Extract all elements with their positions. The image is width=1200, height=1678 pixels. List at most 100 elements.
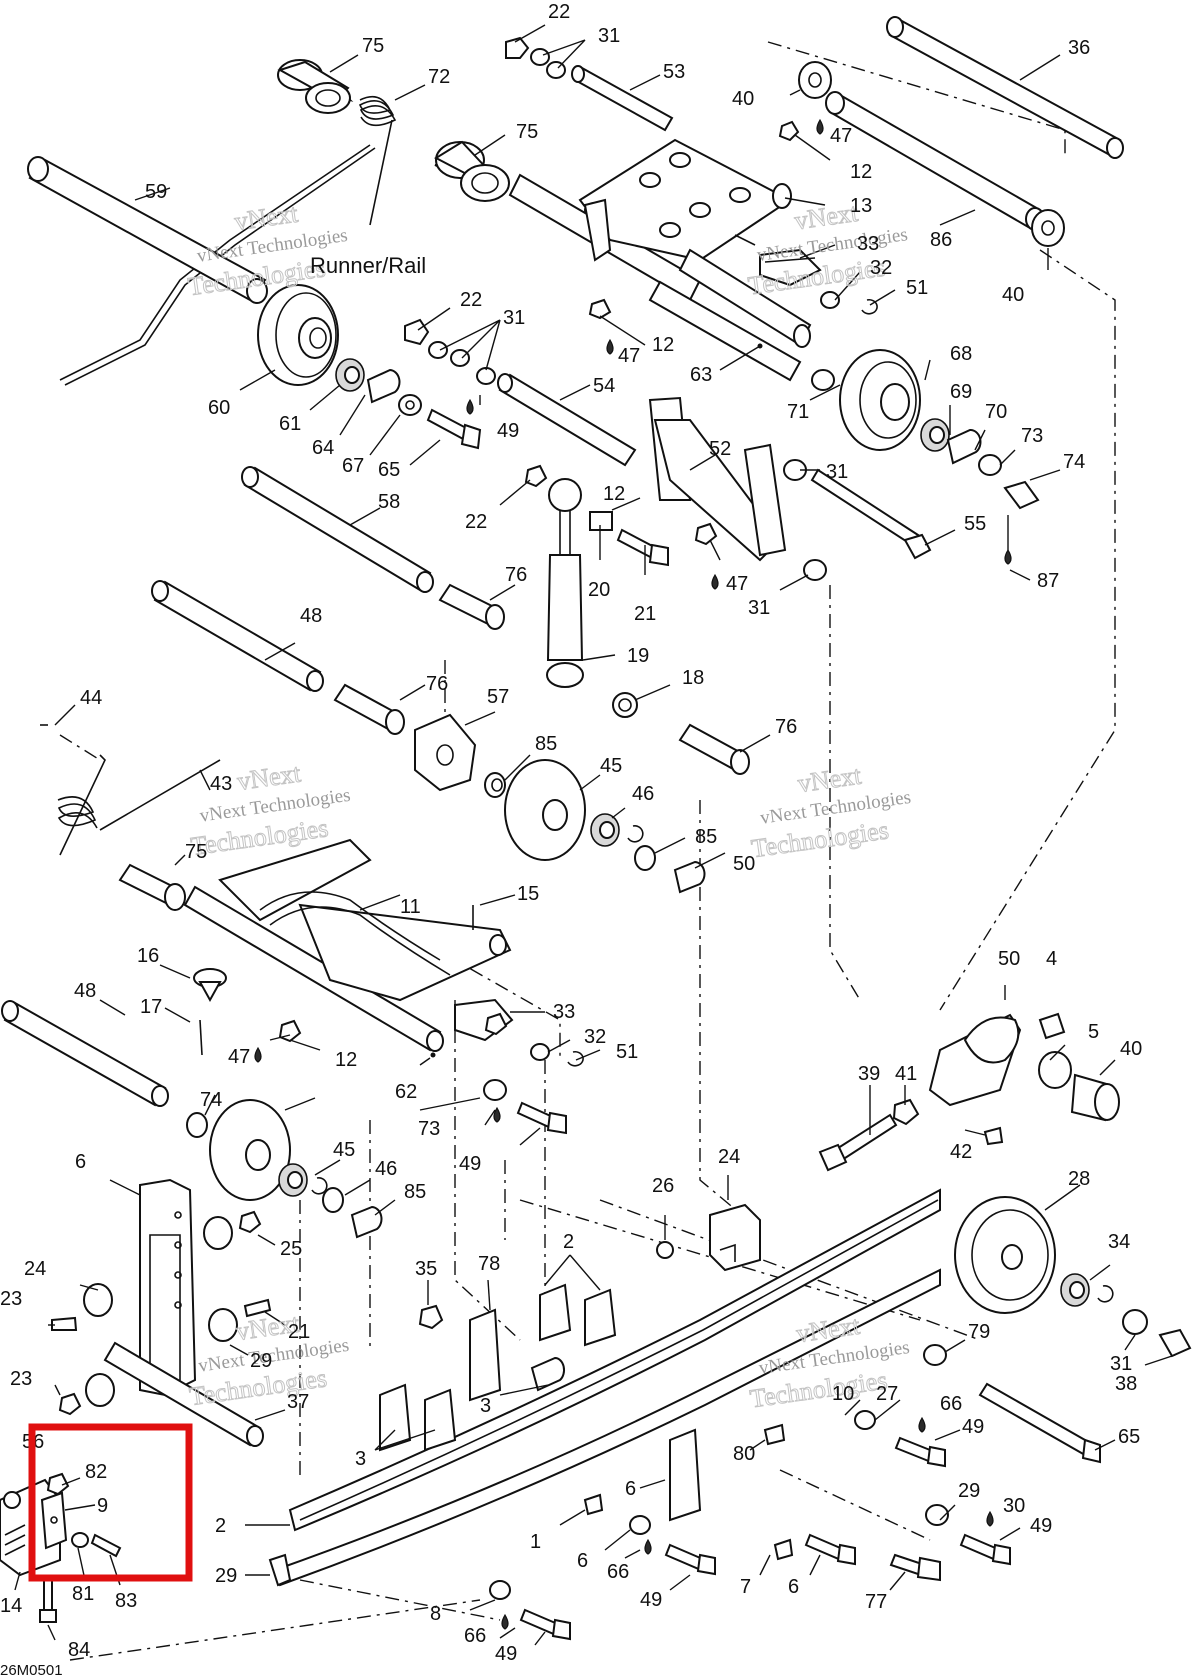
- svg-text:vNext: vNext: [235, 758, 303, 796]
- callout-label: 74: [200, 1089, 222, 1111]
- bushing-76-b: [333, 683, 405, 735]
- callout-label: 60: [208, 397, 230, 419]
- washer-40-right: [1031, 209, 1065, 247]
- callout-label: 78: [478, 1253, 500, 1275]
- callout-label: 34: [1108, 1231, 1130, 1253]
- callout-label: 67: [342, 455, 364, 477]
- assembly-dashed-lines: [59, 41, 1116, 1661]
- callout-label: 32: [870, 257, 892, 279]
- callout-label: 77: [865, 1591, 887, 1613]
- rear-bracket-25: [139, 1178, 197, 1397]
- callout-label: 65: [378, 459, 400, 481]
- drop-icon: [918, 1416, 926, 1433]
- spacer-50-b: [350, 1205, 383, 1239]
- callout-label: 47: [726, 573, 748, 595]
- wheel-60: [257, 284, 339, 386]
- callout-label: 11: [400, 896, 421, 918]
- callout-label: 2: [563, 1231, 574, 1253]
- drop-icon: [254, 1046, 262, 1063]
- bolt-56: [978, 1382, 1101, 1464]
- callout-label: 63: [690, 364, 712, 386]
- cam-39: [1070, 1073, 1120, 1122]
- callout-label: 18: [682, 667, 704, 689]
- clip-51-top: [861, 298, 878, 315]
- callout-label: 46: [632, 783, 654, 805]
- callout-label: 57: [487, 686, 509, 708]
- nut-9: [46, 1472, 70, 1496]
- spacer-50-a: [673, 860, 706, 894]
- callout-label: 80: [733, 1443, 755, 1465]
- callout-label: 15: [517, 883, 539, 905]
- bearing-46-a: [590, 813, 620, 847]
- washer-23-low: [85, 1373, 115, 1407]
- callout-label: 85: [695, 826, 717, 848]
- watermark-mid-right: vNext vNext Technologies Technologies: [749, 760, 912, 864]
- bracket-3-b: [379, 1383, 457, 1452]
- nut-washers-22-31-mid: [404, 318, 496, 385]
- washer-40-top: [798, 61, 832, 99]
- callout-label: 87: [1037, 570, 1059, 592]
- leader-lines: [14, 24, 1176, 1646]
- washer-32-low: [530, 1043, 550, 1061]
- callout-label: 31: [1110, 1353, 1132, 1375]
- bolt-74-top: [1003, 480, 1040, 510]
- callout-label: 6: [788, 1576, 799, 1598]
- watermark-top-left: vNext vNext Technologies Technologies: [186, 198, 349, 302]
- callout-label: 59: [145, 181, 167, 203]
- callout-label: 65: [1118, 1426, 1140, 1448]
- bushing-75-top: [277, 59, 354, 114]
- nut-22-mid: [524, 464, 548, 488]
- callout-label: 81: [72, 1583, 94, 1605]
- grease-drop-icons: [254, 118, 1012, 1630]
- bearing-35: [1060, 1273, 1090, 1307]
- callout-label: 12: [603, 483, 625, 505]
- washer-31-mid: [803, 559, 827, 581]
- callout-label: 30: [1003, 1495, 1025, 1517]
- callout-label: 58: [378, 491, 400, 513]
- bolt-21-low: [51, 1316, 78, 1331]
- clip-51-low: [567, 1050, 584, 1067]
- drop-icon: [606, 338, 614, 355]
- bushing-85-a: [484, 772, 506, 798]
- callout-label: 47: [618, 345, 640, 367]
- callout-label: 64: [312, 437, 334, 459]
- shock-absorber-19: [546, 478, 584, 688]
- slide-rail-7: [268, 1268, 941, 1587]
- bearing-61: [335, 358, 365, 392]
- callout-label: 75: [185, 841, 207, 863]
- slider-33-low: [454, 998, 514, 1042]
- bushing-18: [612, 692, 638, 718]
- bolt-41: [818, 1113, 898, 1172]
- callout-label: 45: [333, 1139, 355, 1161]
- bushing-85-b: [634, 845, 656, 871]
- grease-fitting-12-right: [694, 522, 718, 546]
- callout-label: 47: [830, 125, 852, 147]
- callout-label: 85: [535, 733, 557, 755]
- drop-icon: [816, 118, 824, 135]
- bushing-76-a: [438, 583, 505, 630]
- washer-32-top: [820, 291, 840, 309]
- bushing-85-c: [186, 1112, 208, 1138]
- washer-38: [1122, 1309, 1148, 1335]
- callout-label: 73: [1021, 425, 1043, 447]
- callout-label: 74: [1063, 451, 1085, 473]
- callout-label: 20: [588, 579, 610, 601]
- callout-label: 1: [530, 1531, 541, 1553]
- callout-label: 84: [68, 1639, 90, 1661]
- bolt-29-right: [959, 1533, 1011, 1566]
- rod-36: [886, 16, 1124, 159]
- callout-label: 76: [775, 716, 797, 738]
- rear-arm-11: [183, 838, 512, 1058]
- washer-73-low: [483, 1079, 507, 1101]
- wheel-45-a: [504, 759, 586, 861]
- bolt-65-top: [426, 408, 482, 450]
- drawing-code: 26M0501: [0, 1662, 63, 1678]
- diagram-header-label: Runner/Rail: [310, 253, 426, 278]
- nut-washers-22-31-top: [505, 36, 566, 79]
- callout-label: 13: [850, 195, 872, 217]
- callout-label: 40: [732, 88, 754, 110]
- washer-23-right: [208, 1308, 238, 1342]
- washer-66-low: [489, 1580, 511, 1600]
- callout-label: 49: [1030, 1515, 1052, 1537]
- block-80: [40, 1491, 68, 1550]
